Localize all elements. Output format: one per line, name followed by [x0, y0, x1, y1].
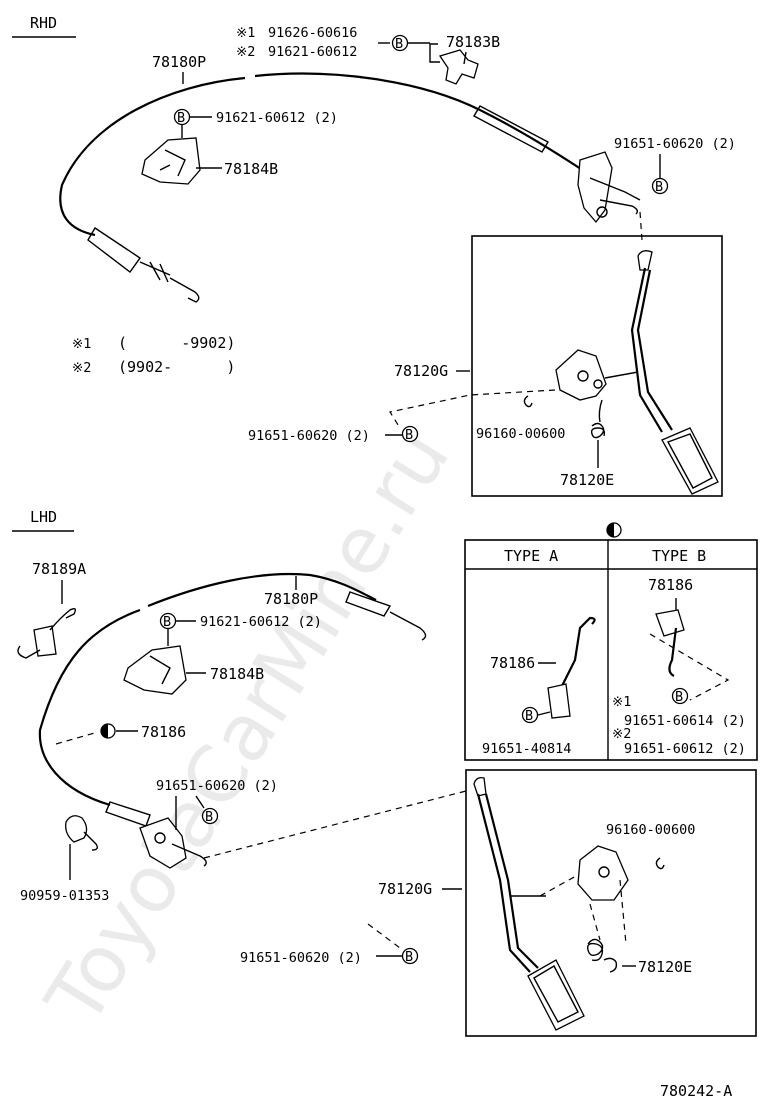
type-a-part-78186: [547, 616, 596, 719]
type-b-part-78186: [655, 609, 685, 677]
rhd-range1: ( -9902): [118, 334, 235, 352]
rhd-range2: (9902- ): [118, 358, 235, 376]
rhd-label-96160-00600: 96160-00600: [476, 426, 565, 442]
rhd-dash-2: [389, 389, 556, 429]
rhd-pedal-box: [471, 235, 723, 497]
rhd-label-78183B: 78183B: [446, 33, 500, 51]
type-a-b-symbol: B: [521, 706, 539, 724]
svg-text:B: B: [405, 427, 413, 443]
rhd-note1-part: 91626-60616: [268, 25, 357, 41]
lhd-label-78120G: 78120G: [378, 880, 432, 898]
lhd-heading: LHD: [30, 508, 57, 526]
svg-text:B: B: [675, 689, 683, 705]
svg-text:B: B: [405, 949, 413, 965]
lhd-label-78180P: 78180P: [264, 590, 318, 608]
lhd-throttle-link: [139, 817, 207, 869]
lhd-dash-link: [203, 789, 471, 859]
type-b-label-78186: 78186: [648, 576, 693, 594]
lhd-label-78184B: 78184B: [210, 665, 264, 683]
lhd-b-symbol-1: B: [159, 612, 177, 630]
rhd-section: RHD: [12, 14, 736, 497]
svg-text:B: B: [163, 614, 171, 630]
rhd-label-78184B: 78184B: [224, 160, 278, 178]
lhd-label-78189A: 78189A: [32, 560, 86, 578]
type-b-note2-part: 91651-60612 (2): [624, 741, 746, 757]
rhd-heading: RHD: [30, 14, 57, 32]
watermark: ToyotaCarMine.ru: [29, 415, 467, 1041]
rhd-b-symbol-4: B: [401, 425, 419, 443]
lhd-pedal-dashes: [539, 875, 627, 945]
rhd-note2-part: 91621-60612: [268, 44, 357, 60]
rhd-cable-78180P: [59, 72, 591, 303]
rhd-throttle-link: [577, 151, 641, 224]
lhd-b-symbol-3: B: [401, 947, 419, 965]
type-b-note1-part: 91651-60614 (2): [624, 713, 746, 729]
lhd-dash-b: [367, 923, 401, 949]
rhd-range1-mark: ※1: [72, 336, 91, 352]
lhd-spring-78120E: [586, 938, 618, 973]
rhd-pedal-78120G: [604, 250, 719, 495]
lhd-label-91621-60612: 91621-60612 (2): [200, 614, 322, 630]
svg-text:B: B: [177, 110, 185, 126]
lhd-dash-78186: [55, 731, 99, 745]
figure-code: 780242-A: [660, 1082, 732, 1100]
lhd-bracket-78189A: [17, 607, 77, 659]
lhd-label-91651-60620-a: 91651-60620 (2): [156, 778, 278, 794]
svg-text:B: B: [395, 36, 403, 52]
rhd-clip-96160: [523, 395, 533, 408]
svg-text:B: B: [525, 708, 533, 724]
lhd-label-90959-01353: 90959-01353: [20, 888, 109, 904]
lhd-label-78120E: 78120E: [638, 958, 692, 976]
rhd-label-78120E: 78120E: [560, 471, 614, 489]
rhd-label-91621-60612: 91621-60612 (2): [216, 110, 338, 126]
type-b-heading: TYPE B: [652, 547, 706, 565]
rhd-bracket-78184B: [141, 137, 201, 185]
rhd-range2-mark: ※2: [72, 360, 91, 376]
rhd-bracket-78183B: [429, 43, 479, 85]
lhd-pedal-78120G: [473, 776, 585, 1031]
rhd-b-symbol-2: B: [173, 108, 191, 126]
type-b-b-symbol: B: [671, 687, 689, 705]
lhd-cable-78180P: [38, 572, 427, 827]
type-a-label-78186: 78186: [490, 654, 535, 672]
rhd-label-78120G: 78120G: [394, 362, 448, 380]
lhd-bracket-78184B: [123, 645, 187, 695]
lhd-label-78186: 78186: [141, 723, 186, 741]
lhd-clip-96160: [655, 857, 665, 870]
lhd-section: LHD 78189A B 91621-60612 (2) 78180P 7: [12, 508, 757, 1037]
rhd-note2-mark: ※2: [236, 44, 255, 60]
lhd-b-symbol-2: B: [201, 807, 219, 825]
lhd-label-96160-00600: 96160-00600: [606, 822, 695, 838]
rhd-spring-78120E: [590, 399, 606, 439]
type-table-box: [464, 539, 758, 761]
type-a-label-91651-40814: 91651-40814: [482, 741, 571, 757]
rhd-pedal-bracket: [555, 349, 607, 401]
type-a-heading: TYPE A: [504, 547, 558, 565]
rhd-label-91651-60620-a: 91651-60620 (2): [614, 136, 736, 152]
lhd-pedal-bracket: [577, 845, 629, 901]
lhd-clamp-90959-01353: [65, 815, 99, 851]
rhd-label-78180P: 78180P: [152, 53, 206, 71]
rhd-note1-mark: ※1: [236, 25, 255, 41]
rhd-b-symbol-3: B: [651, 177, 669, 195]
rhd-label-91651-60620-b: 91651-60620 (2): [248, 428, 370, 444]
type-b-note2-mark: ※2: [612, 726, 631, 742]
type-b-note1-mark: ※1: [612, 694, 631, 710]
svg-text:B: B: [655, 179, 663, 195]
lhd-label-91651-60620-b: 91651-60620 (2): [240, 950, 362, 966]
svg-text:B: B: [205, 809, 213, 825]
type-b-dash: [649, 633, 730, 701]
rhd-b-symbol-1: B: [391, 34, 409, 52]
lhd-pedal-box: [465, 769, 757, 1037]
type-table: TYPE A TYPE B 78186 B 91651-40814 78186 …: [464, 522, 758, 761]
